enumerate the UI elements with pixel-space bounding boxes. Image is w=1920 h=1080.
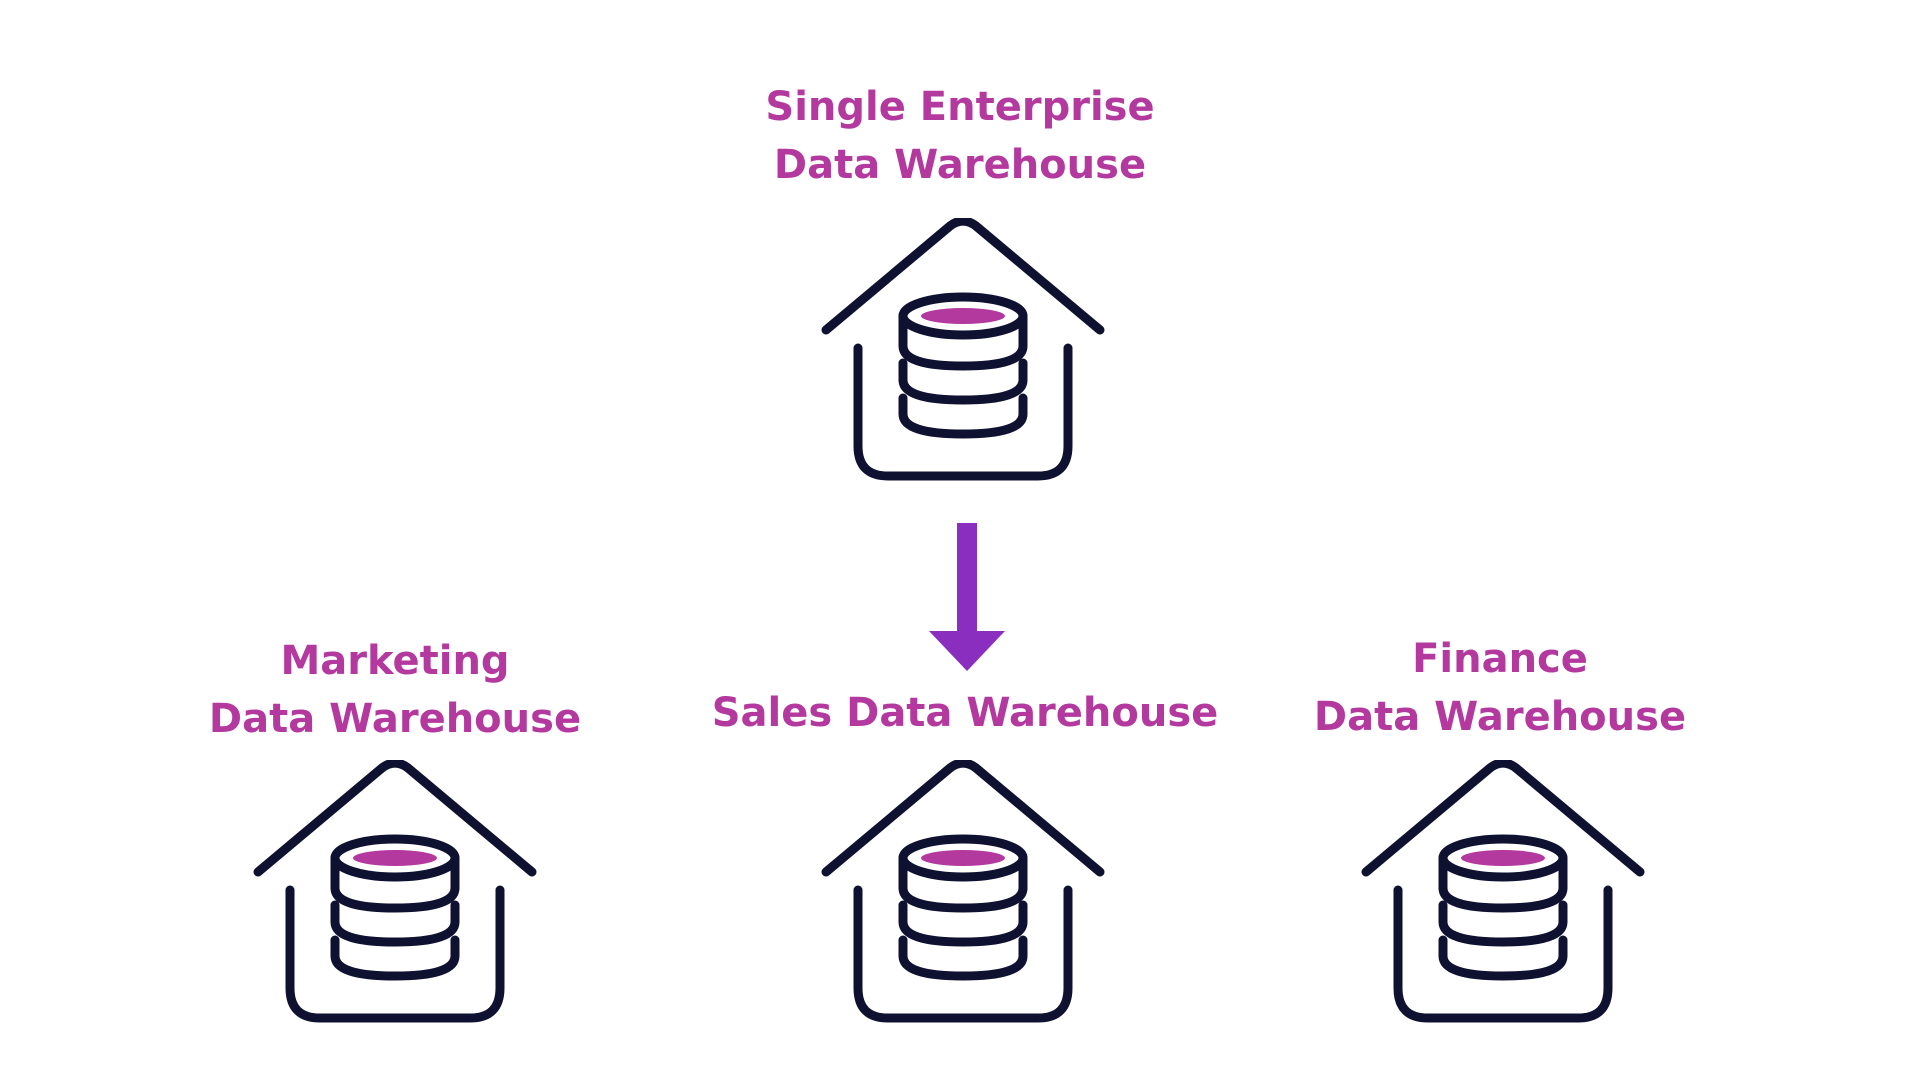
finance-label-line1: Finance [1412, 636, 1588, 682]
enterprise-label-line2: Data Warehouse [773, 142, 1147, 188]
marketing-label: Marketing Data Warehouse [195, 632, 595, 748]
data-warehouse-icon [821, 218, 1105, 481]
marketing-label-line1: Marketing [280, 638, 510, 684]
arrow-down-icon [929, 523, 1005, 671]
data-warehouse-icon [253, 760, 537, 1023]
marketing-warehouse-icon [250, 760, 540, 1030]
sales-label: Sales Data Warehouse [705, 684, 1225, 742]
sales-label-line1: Sales Data Warehouse [711, 690, 1219, 736]
data-warehouse-icon [1361, 760, 1645, 1023]
marketing-label-line2: Data Warehouse [208, 696, 582, 742]
data-warehouse-icon [821, 760, 1105, 1023]
enterprise-label: Single Enterprise Data Warehouse [760, 78, 1160, 194]
enterprise-warehouse-icon [818, 218, 1108, 488]
enterprise-label-line1: Single Enterprise [765, 84, 1155, 130]
finance-warehouse-icon [1358, 760, 1648, 1030]
finance-label: Finance Data Warehouse [1300, 630, 1700, 746]
sales-warehouse-icon [818, 760, 1108, 1030]
finance-label-line2: Data Warehouse [1313, 694, 1687, 740]
